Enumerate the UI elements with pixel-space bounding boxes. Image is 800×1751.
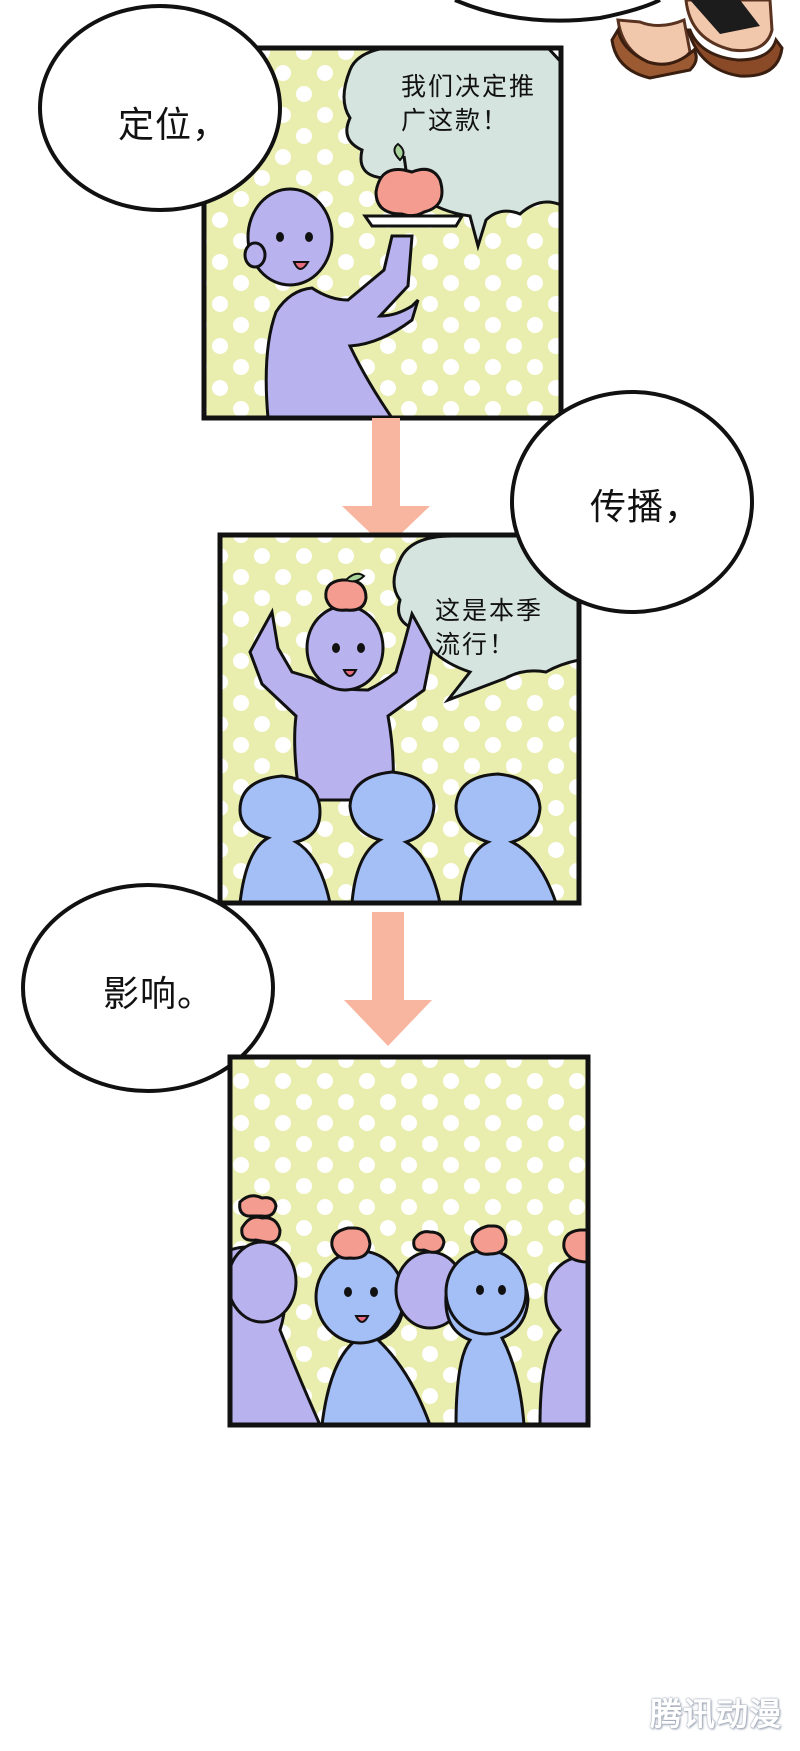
speech-bubble-2 — [392, 535, 579, 704]
speech-text-2-line2: 流行！ — [435, 630, 517, 659]
narration-bubble-3 — [21, 883, 275, 1093]
character-promoter — [248, 572, 434, 802]
apple-on-plate — [362, 142, 465, 228]
top-bubble-fragment — [454, 0, 661, 23]
sandals-illustration — [610, 0, 784, 80]
arrow-1-icon — [342, 418, 430, 548]
panel-3 — [227, 1054, 591, 1428]
tencent-comic-watermark: 腾讯动漫 — [649, 1695, 782, 1733]
narration-text-3: 影响。 — [103, 974, 215, 1015]
arrow-2-icon — [344, 912, 432, 1046]
speech-text-1-line2: 广这款！ — [401, 106, 510, 135]
narration-bubble-2 — [510, 390, 754, 614]
crowd-with-apples — [230, 1194, 588, 1425]
audience-group — [238, 770, 558, 903]
character-presenter — [243, 187, 420, 418]
narration-text-1: 定位， — [118, 105, 230, 146]
narration-text-2: 传播， — [590, 487, 702, 528]
speech-text-1-line1: 我们决定推 — [401, 72, 537, 101]
panel-2 — [217, 532, 582, 906]
speech-text-2-line1: 这是本季 — [435, 596, 544, 625]
narration-bubble-1 — [38, 4, 282, 212]
